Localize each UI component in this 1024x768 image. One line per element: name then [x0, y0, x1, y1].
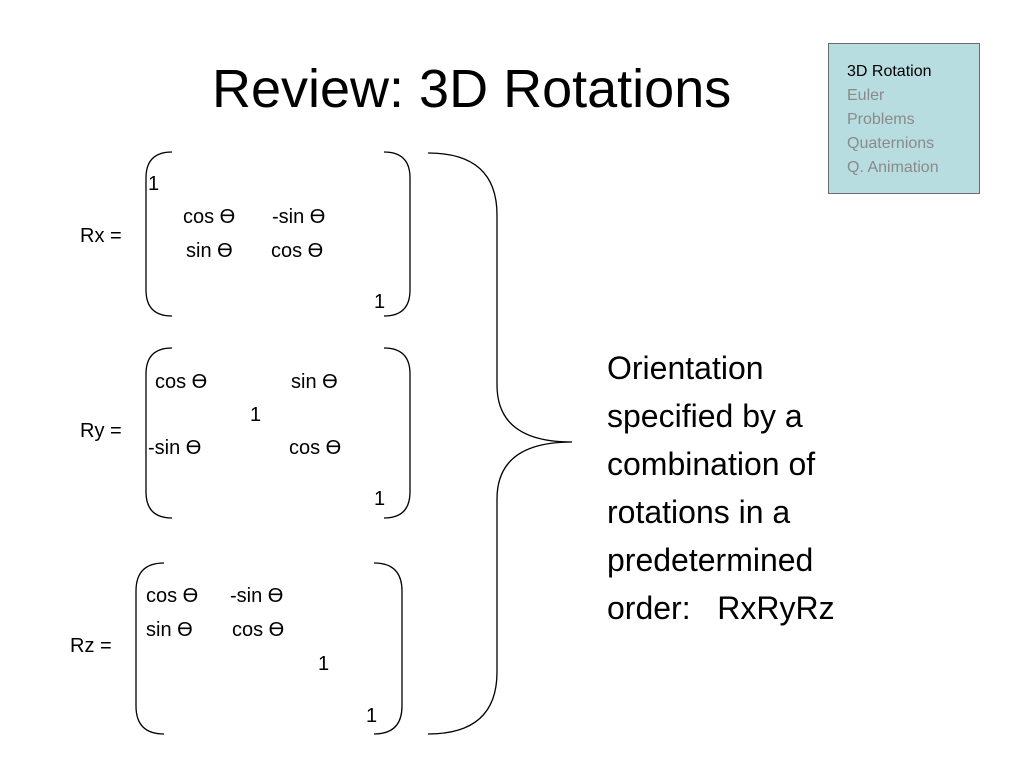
rx-cell: cos ϴ	[271, 240, 324, 262]
nav-item-quaternions[interactable]: Quaternions	[847, 135, 935, 152]
rx-cell: 1	[374, 291, 386, 313]
slide-title: Review: 3D Rotations	[212, 59, 732, 119]
rx-right-bracket	[383, 151, 411, 317]
rz-right-bracket	[373, 562, 403, 735]
nav-item-3d-rotation[interactable]: 3D Rotation	[847, 63, 932, 80]
ry-cell: cos ϴ	[289, 437, 342, 459]
rx-label: Rx =	[80, 225, 122, 247]
rx-cell: cos ϴ	[183, 206, 236, 228]
ry-cell: -sin ϴ	[148, 437, 202, 459]
rx-cell: sin ϴ	[186, 240, 233, 262]
topic-nav-box: 3D Rotation Euler Problems Quaternions Q…	[828, 43, 980, 194]
ry-cell: cos ϴ	[155, 371, 208, 393]
summary-line: specified by a	[607, 398, 803, 434]
rz-label: Rz =	[70, 635, 112, 657]
summary-line: predetermined	[607, 542, 814, 578]
rz-cell: sin ϴ	[146, 619, 193, 641]
ry-right-bracket	[383, 347, 411, 519]
rx-cell: -sin ϴ	[272, 206, 326, 228]
rz-cell: cos ϴ	[232, 619, 285, 641]
rz-cell: 1	[318, 653, 330, 675]
summary-line: order: RxRyRz	[607, 590, 835, 626]
ry-label: Ry =	[80, 420, 122, 442]
ry-cell: sin ϴ	[291, 371, 338, 393]
summary-line: combination of	[607, 446, 816, 482]
ry-cell: 1	[250, 404, 262, 426]
summary-line: rotations in a	[607, 494, 791, 530]
ry-cell: 1	[374, 488, 386, 510]
summary-text: Orientation specified by a combination o…	[607, 344, 937, 632]
nav-item-euler[interactable]: Euler	[847, 87, 885, 104]
grouping-brace	[427, 152, 573, 735]
rz-cell: cos ϴ	[146, 585, 199, 607]
nav-item-problems[interactable]: Problems	[847, 111, 915, 128]
summary-line: Orientation	[607, 350, 764, 386]
rz-cell: -sin ϴ	[230, 585, 284, 607]
rz-cell: 1	[366, 705, 378, 727]
rx-cell: 1	[148, 173, 160, 195]
nav-item-q-animation[interactable]: Q. Animation	[847, 159, 939, 176]
